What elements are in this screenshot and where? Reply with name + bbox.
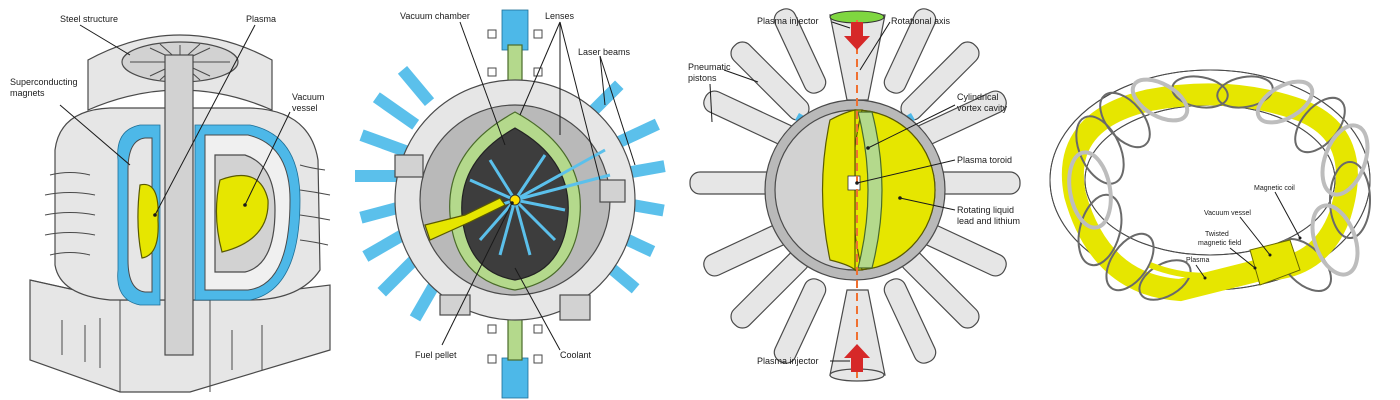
label-rotational-axis: Rotational axis	[891, 16, 951, 26]
fuel-injector	[424, 197, 506, 241]
label-rotating-liquid-1: Rotating liquid	[957, 205, 1014, 215]
laser-bottom-pipe	[501, 357, 529, 399]
bottom-injection-arrow	[844, 344, 870, 372]
laser-beams-inner	[469, 148, 611, 256]
pneumatic-pistons	[689, 8, 1021, 364]
stellarator-plasma-strand	[1148, 262, 1253, 279]
label-plasma-injector-top: Plasma injector	[757, 16, 819, 26]
label-pneumatic-1: Pneumatic	[688, 62, 731, 72]
label-plasma-injector-bottom: Plasma injector	[757, 356, 819, 366]
magnetized-target-panel: Plasma injector Rotational axis Pneumati…	[688, 8, 1021, 382]
laser-top-pipe	[501, 9, 529, 51]
label-lenses: Lenses	[545, 11, 575, 21]
stellarator-vacuum-vessel	[1249, 239, 1301, 286]
label-superconducting-2: magnets	[10, 88, 45, 98]
label-vacuum-vessel-stellarator: Vacuum vessel	[1204, 210, 1251, 217]
laser-panel: Vacuum chamber Lenses Laser beams Fuel p…	[355, 9, 666, 399]
top-injection-arrow	[844, 22, 870, 50]
label-plasma-tokamak: Plasma	[246, 14, 276, 24]
label-twisted-2: magnetic field	[1198, 240, 1241, 247]
label-steel-structure: Steel structure	[60, 14, 118, 24]
label-plasma-stellarator: Plasma	[1186, 257, 1209, 264]
label-cylindrical-2: vortex cavity	[957, 103, 1008, 113]
label-vacuum-vessel-2: vessel	[292, 103, 318, 113]
label-rotating-liquid-2: lead and lithium	[957, 216, 1020, 226]
label-fuel-pellet: Fuel pellet	[415, 350, 457, 360]
label-vacuum-vessel-1: Vacuum	[292, 92, 324, 102]
stellarator-panel: Magnetic coil Vacuum vessel Twisted magn…	[1049, 69, 1371, 302]
label-plasma-toroid: Plasma toroid	[957, 155, 1012, 165]
vortex-cavity	[857, 111, 883, 269]
label-vacuum-chamber: Vacuum chamber	[400, 11, 470, 21]
plasma-right	[215, 174, 269, 253]
label-superconducting-1: Superconducting	[10, 77, 78, 87]
central-column	[164, 54, 194, 356]
label-twisted-1: Twisted	[1205, 231, 1229, 238]
label-pneumatic-2: pistons	[688, 73, 717, 83]
label-cylindrical-1: Cylindrical	[957, 92, 999, 102]
label-coolant: Coolant	[560, 350, 592, 360]
tokamak-panel: Steel structure Plasma Superconducting m…	[10, 14, 331, 393]
plasma-left	[137, 183, 159, 259]
label-laser-beams: Laser beams	[578, 47, 631, 57]
label-magnetic-coil: Magnetic coil	[1254, 185, 1295, 192]
stellarator-plasma	[1061, 83, 1358, 302]
